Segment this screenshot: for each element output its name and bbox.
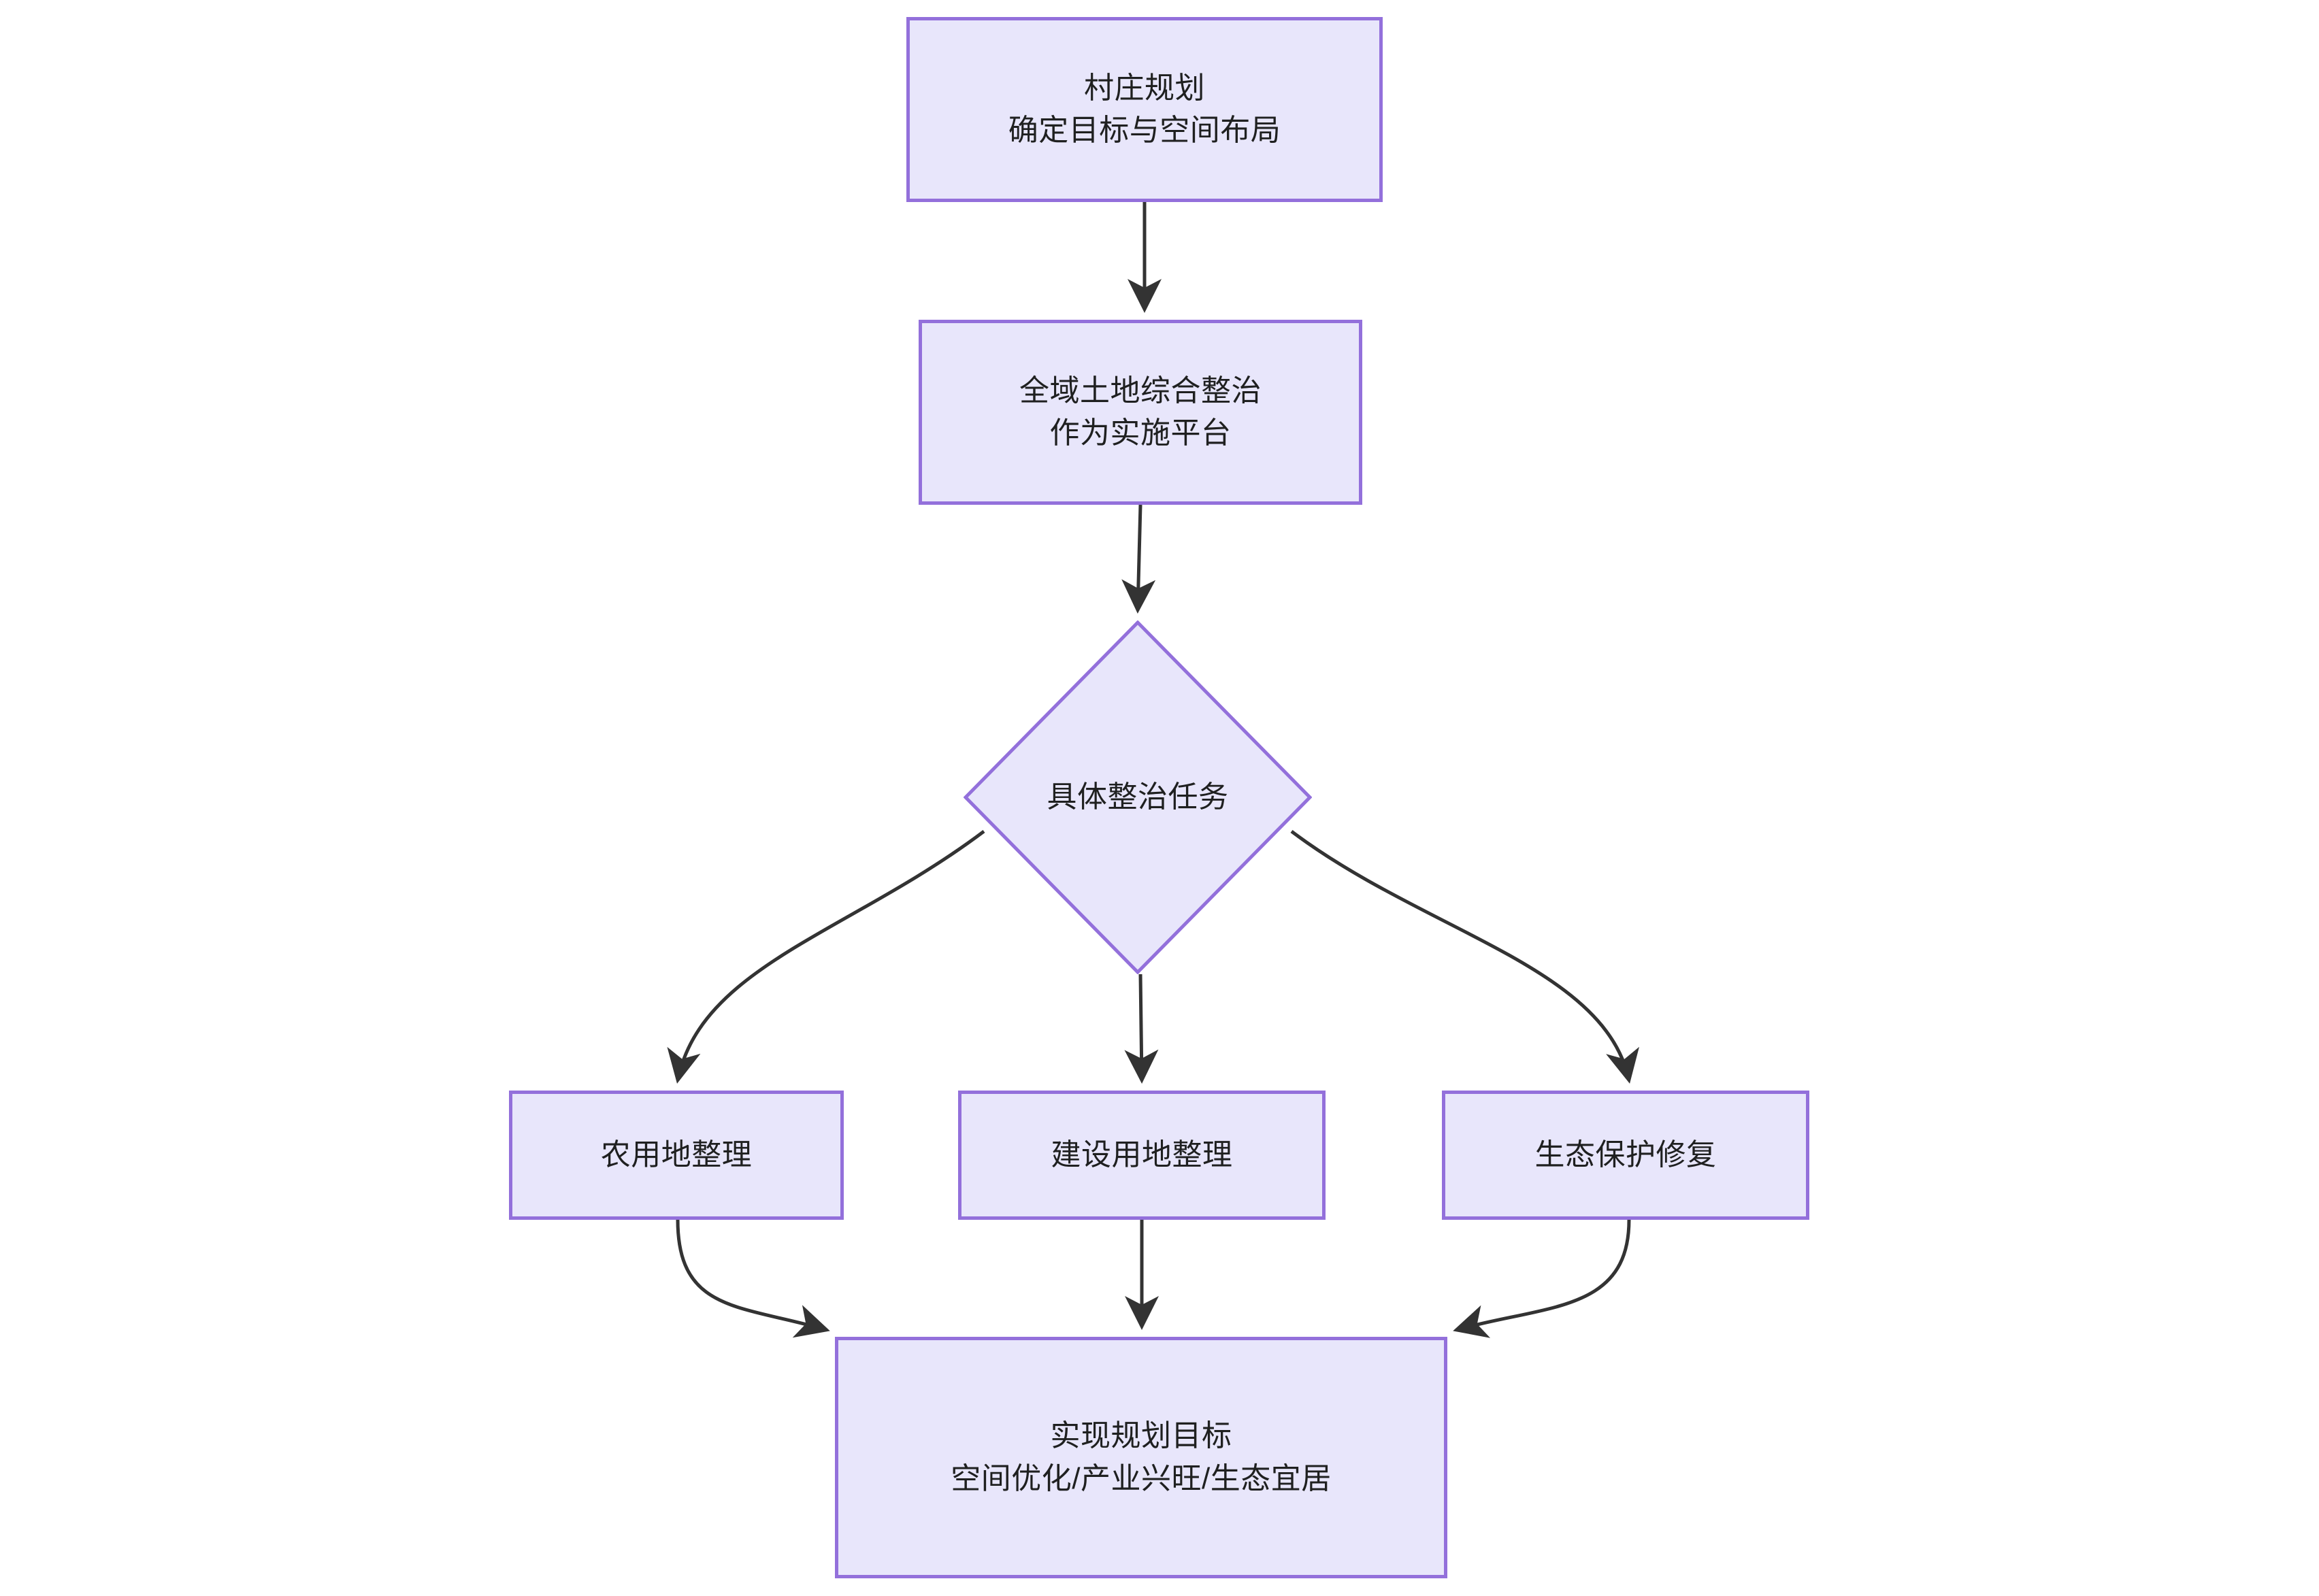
node-construction-land-consolidation[interactable]: 建设用地整理 bbox=[958, 1091, 1326, 1220]
diamond-shape bbox=[964, 620, 1312, 974]
node-village-planning[interactable]: 村庄规划 确定目标与空间布局 bbox=[906, 17, 1383, 202]
edge-n3-n6 bbox=[1290, 830, 1639, 1084]
node-ecological-protection-restoration-label: 生态保护修复 bbox=[1534, 1137, 1717, 1171]
node-agricultural-land-consolidation[interactable]: 农用地整理 bbox=[509, 1091, 844, 1220]
edge-n3-n5 bbox=[1124, 974, 1159, 1084]
node-village-planning-label: 村庄规划 确定目标与空间布局 bbox=[1008, 71, 1281, 147]
edge-n3-n4 bbox=[667, 830, 985, 1084]
node-achieve-planning-goals[interactable]: 实现规划目标 空间优化/产业兴旺/生态宜居 bbox=[835, 1337, 1447, 1578]
node-land-consolidation-platform-label: 全域土地综合整治 作为实施平台 bbox=[1019, 373, 1262, 450]
node-specific-tasks-decision-label: 具体整治任务 bbox=[1047, 780, 1229, 814]
edge-n2-n3 bbox=[1121, 504, 1156, 614]
node-construction-land-consolidation-label: 建设用地整理 bbox=[1051, 1137, 1233, 1171]
node-ecological-protection-restoration[interactable]: 生态保护修复 bbox=[1442, 1091, 1809, 1220]
node-specific-tasks-decision[interactable]: 具体整治任务 bbox=[964, 620, 1312, 974]
node-land-consolidation-platform[interactable]: 全域土地综合整治 作为实施平台 bbox=[919, 320, 1362, 505]
node-agricultural-land-consolidation-label: 农用地整理 bbox=[600, 1137, 753, 1171]
node-achieve-planning-goals-label: 实现规划目标 空间优化/产业兴旺/生态宜居 bbox=[951, 1419, 1332, 1495]
edge-n6-n7 bbox=[1453, 1219, 1631, 1338]
edge-n4-n7 bbox=[676, 1219, 830, 1338]
